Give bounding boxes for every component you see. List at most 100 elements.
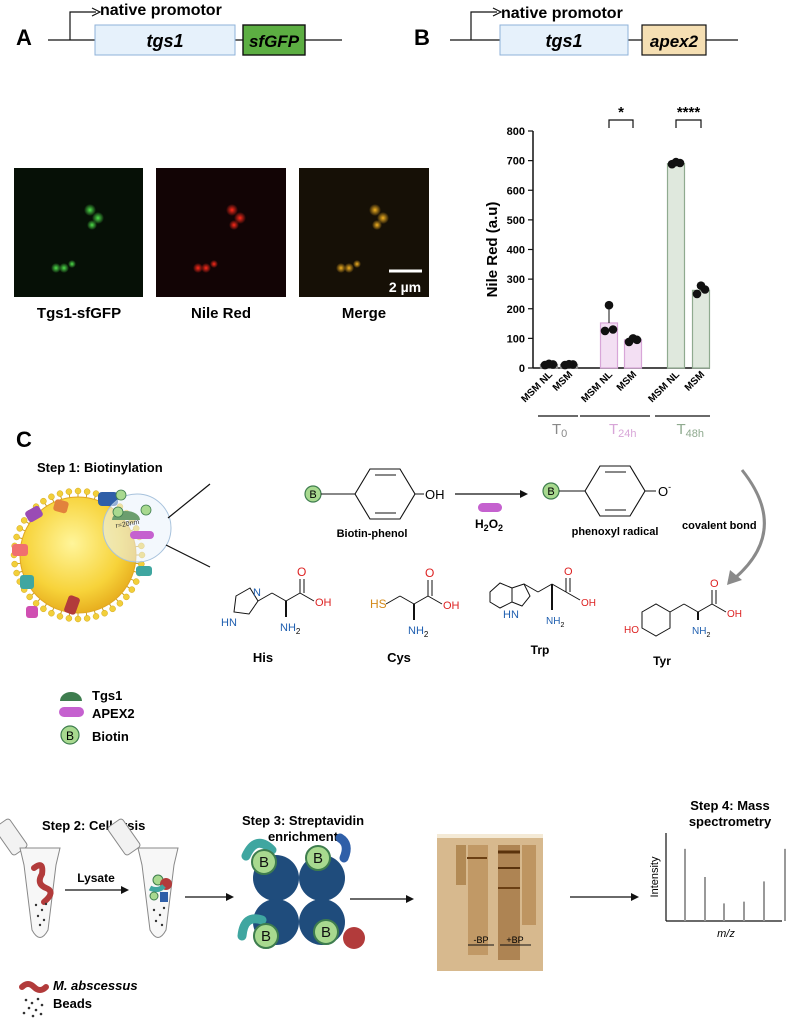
svg-text:O: O <box>710 578 719 590</box>
svg-text:B: B <box>547 486 554 498</box>
data-point <box>628 334 638 343</box>
tag-box-apex2 <box>641 24 707 56</box>
significance-bracket <box>675 119 702 128</box>
lipid-droplet-illustration: r=20nm <box>10 483 211 623</box>
svg-text:HN: HN <box>221 617 237 629</box>
lysis-tube-2 <box>107 818 179 938</box>
group-label-24h: T24h <box>609 421 637 440</box>
beads-label: Beads <box>53 996 92 1011</box>
svg-text:NH2: NH2 <box>408 625 429 639</box>
step4-title-2: spectrometry <box>689 814 772 829</box>
biotin-phenol-label: Biotin-phenol <box>337 528 408 540</box>
svg-text:OH: OH <box>315 597 332 609</box>
bar-48h-0 <box>666 162 686 369</box>
biotin-letter: B <box>259 854 269 871</box>
panel-label-a: A <box>16 25 32 50</box>
gel-lane-plus-bp: +BP <box>506 935 523 945</box>
aa-trp: HN O OH NH2 Trp <box>489 566 596 657</box>
data-point <box>600 326 610 336</box>
biotin-legend-icon <box>60 725 80 745</box>
svg-text:HN: HN <box>503 609 519 621</box>
svg-text:NH2: NH2 <box>280 622 301 636</box>
streptavidin-biotin <box>313 919 339 945</box>
lipid-head <box>101 609 108 617</box>
aa-tyr: HO O OH NH2 Tyr <box>624 578 742 668</box>
streptavidin-biotin <box>253 923 279 949</box>
x-tick-label: MSM <box>615 369 639 393</box>
data-point <box>564 359 574 369</box>
covalent-bond-label: covalent bond <box>682 520 757 532</box>
lipid-head <box>16 525 24 532</box>
ms-y-label: Intensity <box>649 856 661 897</box>
lipid-head <box>132 578 140 585</box>
gene-box-tgs1-b <box>499 24 629 56</box>
data-point <box>608 325 618 334</box>
streptavidin-biotin <box>305 845 331 871</box>
svg-text:N: N <box>253 587 261 599</box>
aa-label-tyr: Tyr <box>653 654 671 668</box>
y-tick-label: 600 <box>507 185 525 197</box>
biotin-legend-letter: B <box>66 729 74 743</box>
tag-label-sfgfp: sfGFP <box>249 32 300 51</box>
biotin-letter: B <box>261 928 271 945</box>
gel-lane-minus-bp: -BP <box>473 935 488 945</box>
lipid-head <box>40 497 47 505</box>
o-minus-group: O- <box>658 482 671 499</box>
curved-arrow <box>734 469 766 580</box>
lysis-tube-1 <box>0 818 61 938</box>
lipid-head <box>20 517 28 524</box>
biotin-letter: B <box>321 924 331 941</box>
svg-text:HS: HS <box>370 597 387 611</box>
gene-box-tgs1-a <box>94 24 236 56</box>
group-label-48h: T48h <box>677 421 705 440</box>
lipid-head <box>56 613 64 620</box>
streptavidin-biotin <box>251 849 277 875</box>
gel-image: -BP +BP <box>437 834 543 971</box>
svg-text:O: O <box>564 566 573 578</box>
y-tick-label: 200 <box>507 304 525 316</box>
svg-text:NH2: NH2 <box>692 626 710 639</box>
data-point <box>544 359 554 369</box>
legend: Tgs1 APEX2 B Biotin <box>59 688 135 745</box>
oh-group: OH <box>425 487 445 502</box>
panel-label-b: B <box>414 25 430 50</box>
lipid-head <box>40 605 47 613</box>
lipid-head <box>128 586 136 593</box>
gene-label-tgs1-a: tgs1 <box>146 31 183 51</box>
radius-label: r=20nm <box>115 519 140 530</box>
data-point <box>671 157 681 167</box>
lipid-head <box>109 605 116 613</box>
apex2-legend-icon <box>59 707 84 717</box>
lipid-head <box>48 493 55 501</box>
lipid-head <box>56 490 64 497</box>
step1-title: Step 1: Biotinylation <box>37 460 163 475</box>
panel-label-c: C <box>16 427 32 452</box>
x-tick-label: MSM NL <box>646 369 682 405</box>
data-point <box>692 289 702 299</box>
lipid-head <box>123 593 130 601</box>
micrograph-label-gfp: Tgs1-sfGFP <box>37 305 121 322</box>
lipid-head <box>13 569 20 577</box>
aa-label-cys: Cys <box>387 650 411 665</box>
lipid-head <box>11 560 18 568</box>
svg-text:O: O <box>425 566 434 580</box>
lipid-head <box>48 609 55 617</box>
bar-48h-1 <box>691 289 711 369</box>
svg-text:NH2: NH2 <box>546 616 564 629</box>
aa-label-his: His <box>253 650 273 665</box>
construct-a: native promotor tgs1 sfGFP <box>48 2 342 56</box>
y-tick-label: 800 <box>507 126 525 138</box>
tag-label-apex2: apex2 <box>650 32 699 51</box>
construct-b: native promotor tgs1 apex2 <box>450 5 738 56</box>
promoter-label-a: native promotor <box>100 2 222 19</box>
x-tick-label: MSM <box>683 369 707 393</box>
data-point <box>604 300 614 310</box>
group-label-0: T0 <box>552 421 567 440</box>
y-tick-label: 300 <box>507 274 525 286</box>
bacteria-label: M. abscessus <box>53 978 138 993</box>
h2o2-label: H2O2 <box>475 517 503 533</box>
y-tick-label: 100 <box>507 333 525 345</box>
legend-label-tgs1: Tgs1 <box>92 688 122 703</box>
micrograph-merge: 2 µm <box>299 168 429 297</box>
